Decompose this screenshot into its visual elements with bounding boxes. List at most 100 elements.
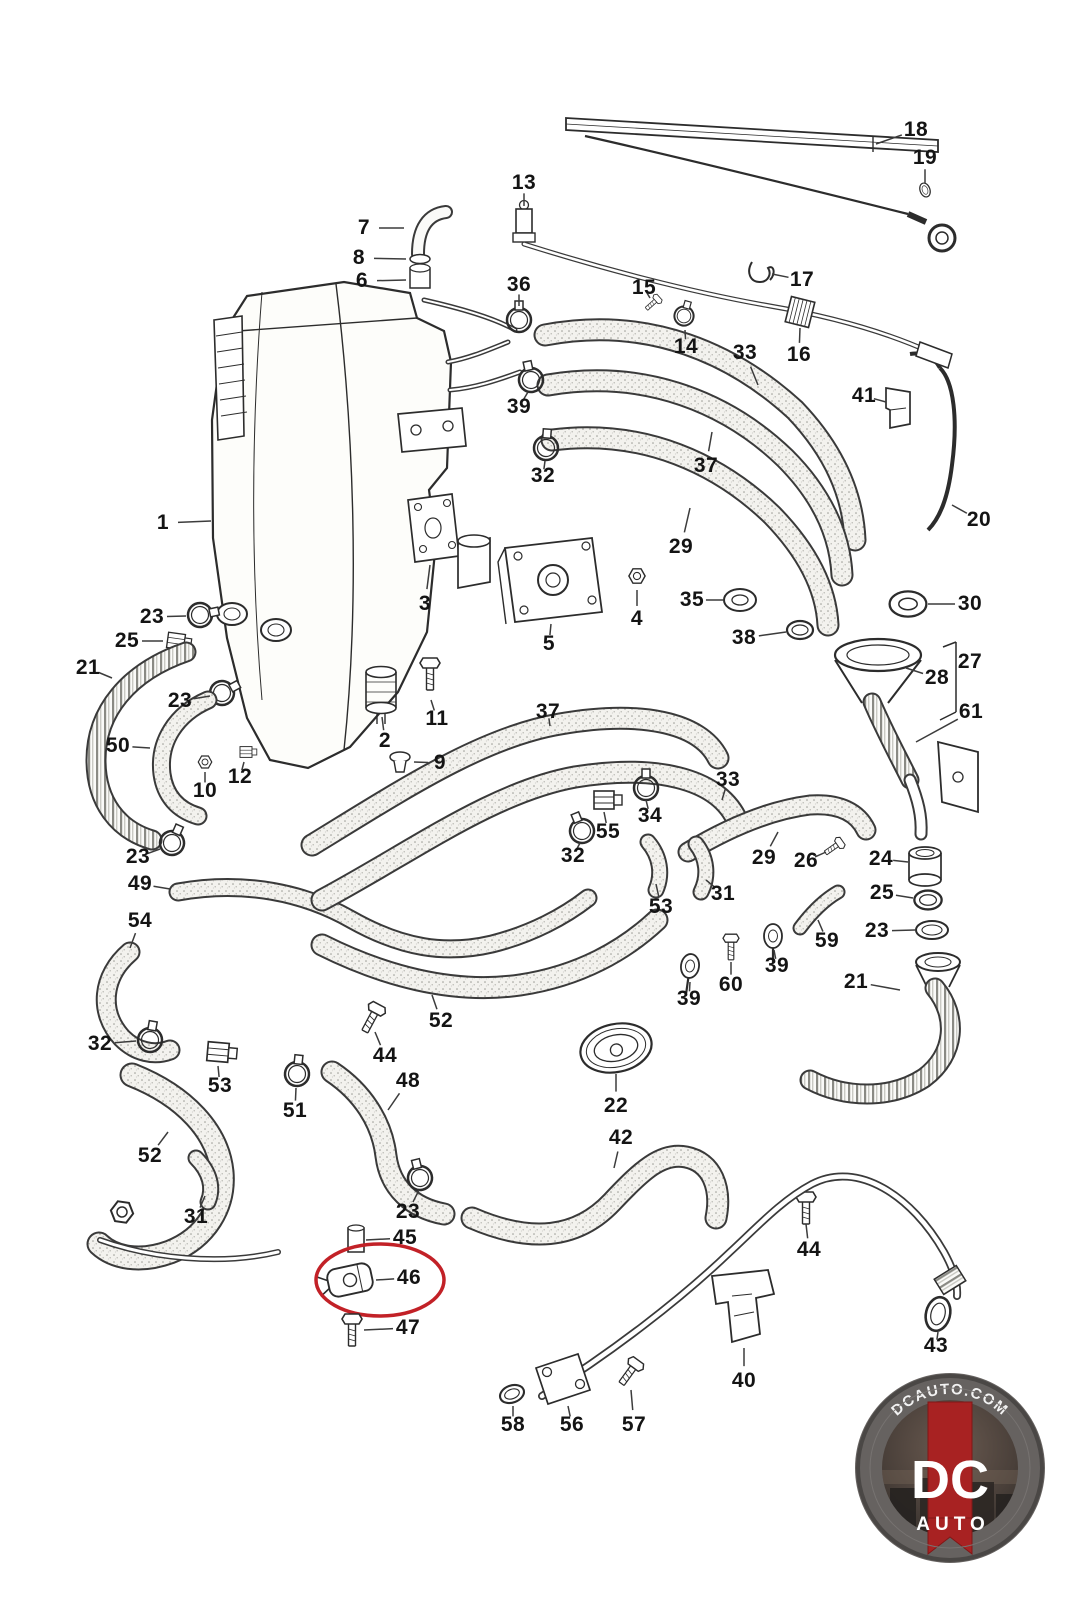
callout-60: 60 (718, 973, 744, 996)
callout-56: 56 (559, 1413, 585, 1436)
callout-16: 16 (786, 343, 812, 366)
callout-14: 14 (673, 335, 699, 358)
leader-line-23 (193, 695, 211, 700)
callout-11: 11 (425, 707, 449, 730)
callout-21: 21 (843, 970, 869, 993)
leader-line-44 (805, 1223, 809, 1239)
callout-15: 15 (631, 276, 657, 299)
leader-line-44 (374, 1031, 382, 1046)
leader-line-57 (630, 1389, 634, 1411)
leader-line-52 (157, 1131, 169, 1146)
leader-line-37 (707, 431, 713, 452)
dipstick-assembly (565, 117, 957, 532)
callout-32: 32 (560, 844, 586, 867)
leader-line-1 (177, 520, 212, 524)
callout-26: 26 (793, 849, 819, 872)
callout-35: 35 (679, 588, 705, 611)
leader-line-51 (294, 1087, 297, 1101)
callout-29: 29 (668, 535, 694, 558)
leader-line-48 (387, 1092, 401, 1111)
callout-7: 7 (357, 216, 371, 239)
callout-27: 27 (957, 650, 983, 673)
leader-line-33 (721, 788, 727, 801)
callout-50: 50 (105, 734, 131, 757)
callout-20: 20 (966, 508, 992, 531)
callout-1: 1 (156, 511, 170, 534)
callout-43: 43 (923, 1334, 949, 1357)
filler-funnel-group (799, 637, 979, 1105)
leader-line-31 (199, 1195, 206, 1208)
leader-line-18 (875, 134, 903, 145)
highlight-circle-46 (314, 1242, 446, 1318)
leader-line-39 (688, 981, 691, 992)
callout-28: 28 (924, 666, 950, 689)
leader-line-9 (413, 761, 429, 764)
leader-line-54 (129, 932, 137, 949)
leader-line-21 (870, 983, 901, 991)
callout-41: 41 (851, 384, 877, 407)
callout-44: 44 (372, 1044, 398, 1067)
leader-line-38 (758, 631, 787, 637)
callout-6: 6 (355, 269, 369, 292)
callout-8: 8 (352, 246, 366, 269)
leader-line-31 (705, 879, 716, 889)
callout-39: 39 (506, 395, 532, 418)
callout-48: 48 (395, 1069, 421, 1092)
callout-36: 36 (506, 273, 532, 296)
oil-tank (210, 280, 523, 770)
leader-line-17 (771, 273, 789, 279)
callout-32: 32 (530, 464, 556, 487)
upper-hoses (505, 299, 867, 637)
callout-3: 3 (418, 592, 432, 615)
leader-line-15 (646, 292, 651, 299)
leader-line-23 (891, 929, 916, 932)
callout-18: 18 (903, 118, 929, 141)
leader-line-25 (895, 894, 914, 899)
callout-23: 23 (395, 1200, 421, 1223)
leader-line-6 (376, 279, 407, 282)
leader-line-42 (613, 1151, 619, 1169)
leader-line-2 (381, 716, 385, 731)
lower-middle-group (314, 999, 817, 1347)
leader-line-20 (951, 504, 968, 514)
callout-33: 33 (715, 768, 741, 791)
clip-part-46 (316, 1262, 374, 1298)
leader-line-8 (373, 257, 407, 260)
filler-elbow (409, 205, 453, 289)
callout-37: 37 (693, 454, 719, 477)
callout-52: 52 (428, 1009, 454, 1032)
callout-58: 58 (500, 1413, 526, 1436)
callout-4: 4 (630, 607, 644, 630)
callout-31: 31 (710, 882, 736, 905)
callout-24: 24 (868, 847, 894, 870)
leader-line-28 (905, 667, 924, 675)
callout-39: 39 (764, 954, 790, 977)
leader-line-29 (769, 831, 779, 847)
leader-line-23 (412, 1189, 420, 1203)
leader-line-11 (430, 699, 436, 711)
leader-line-45 (365, 1238, 391, 1241)
callout-32: 32 (87, 1032, 113, 1055)
callout-2: 2 (378, 729, 392, 752)
leader-line-49 (153, 885, 171, 890)
leader-line-16 (798, 327, 801, 343)
vent-line-assembly (512, 199, 953, 369)
leader-line-32 (575, 842, 581, 851)
callout-47: 47 (395, 1316, 421, 1339)
callout-21: 21 (75, 656, 101, 679)
left-hose-group (85, 598, 598, 1064)
callout-30: 30 (957, 592, 983, 615)
callout-17: 17 (789, 268, 815, 291)
callout-55: 55 (595, 820, 621, 843)
leader-line-41 (873, 397, 887, 403)
callout-51: 51 (282, 1099, 308, 1122)
callout-46: 46 (396, 1266, 422, 1289)
callout-22: 22 (603, 1094, 629, 1117)
callout-33: 33 (732, 341, 758, 364)
leader-line-47 (363, 1327, 394, 1331)
callout-9: 9 (433, 751, 447, 774)
callout-23: 23 (167, 689, 193, 712)
callout-25: 25 (114, 629, 140, 652)
